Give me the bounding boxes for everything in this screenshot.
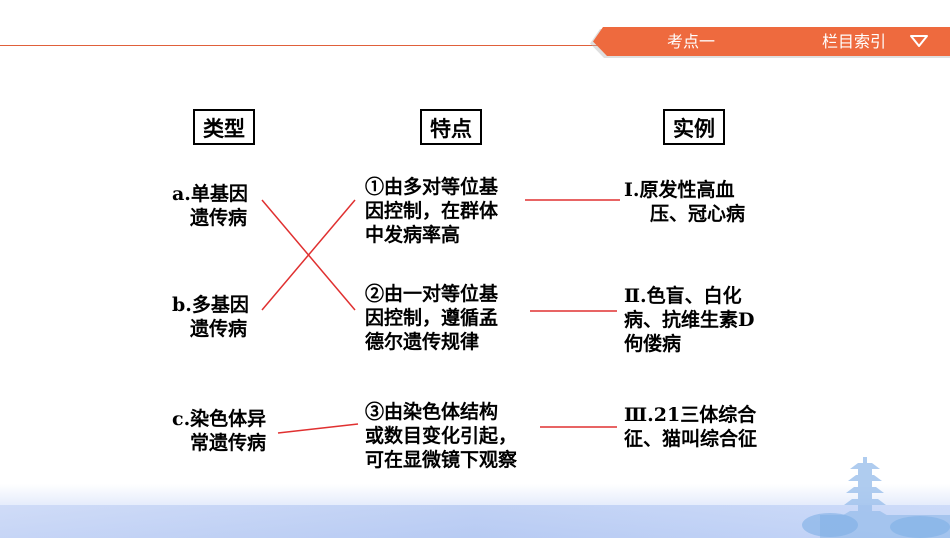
type-label: 遗传病 <box>190 318 248 340</box>
type-label: b.多基因 <box>172 294 249 316</box>
header-rule <box>0 45 600 46</box>
type-label: a.单基因 <box>172 183 248 205</box>
bottom-decoration-stripe <box>0 505 950 538</box>
feature-text: 或数目变化引起， <box>365 425 518 447</box>
connector-b-to-1 <box>261 199 356 311</box>
type-label: 常遗传病 <box>190 432 267 454</box>
index-label: 栏目索引 <box>822 32 887 51</box>
feature-text: ②由一对等位基 <box>365 283 499 305</box>
triangle-down-icon <box>910 35 928 47</box>
type-label: 遗传病 <box>190 207 248 229</box>
header-banner <box>593 27 950 56</box>
pagoda-watermark-icon <box>802 457 950 538</box>
header-type: 类型 <box>193 109 255 145</box>
type-label: c.染色体异 <box>172 408 267 430</box>
example-text: 征、猫叫综合征 <box>624 428 758 450</box>
feature-text: 中发病率高 <box>365 224 461 246</box>
feature-text: 可在显微镜下观察 <box>365 449 518 471</box>
example-text: 病、抗维生素D <box>624 309 755 331</box>
example-text: Ⅰ.原发性高血 <box>624 179 735 201</box>
index-button[interactable]: 栏目索引 <box>814 27 940 56</box>
feature-text: 因控制，遵循孟 <box>365 307 499 329</box>
example-text: Ⅲ.21三体综合 <box>624 404 757 426</box>
example-text: 佝偻病 <box>624 333 682 355</box>
section-tab[interactable]: 考点一 <box>666 32 715 51</box>
example-text: 压、冠心病 <box>650 203 746 225</box>
feature-text: 德尔遗传规律 <box>365 331 480 353</box>
header-feature: 特点 <box>420 109 482 145</box>
connector-c-to-3 <box>277 423 359 434</box>
feature-text: ③由染色体结构 <box>365 401 499 423</box>
feature-text: 因控制，在群体 <box>365 200 499 222</box>
header-example: 实例 <box>663 109 725 145</box>
example-text: Ⅱ.色盲、白化 <box>624 285 742 307</box>
feature-text: ①由多对等位基 <box>365 176 499 198</box>
